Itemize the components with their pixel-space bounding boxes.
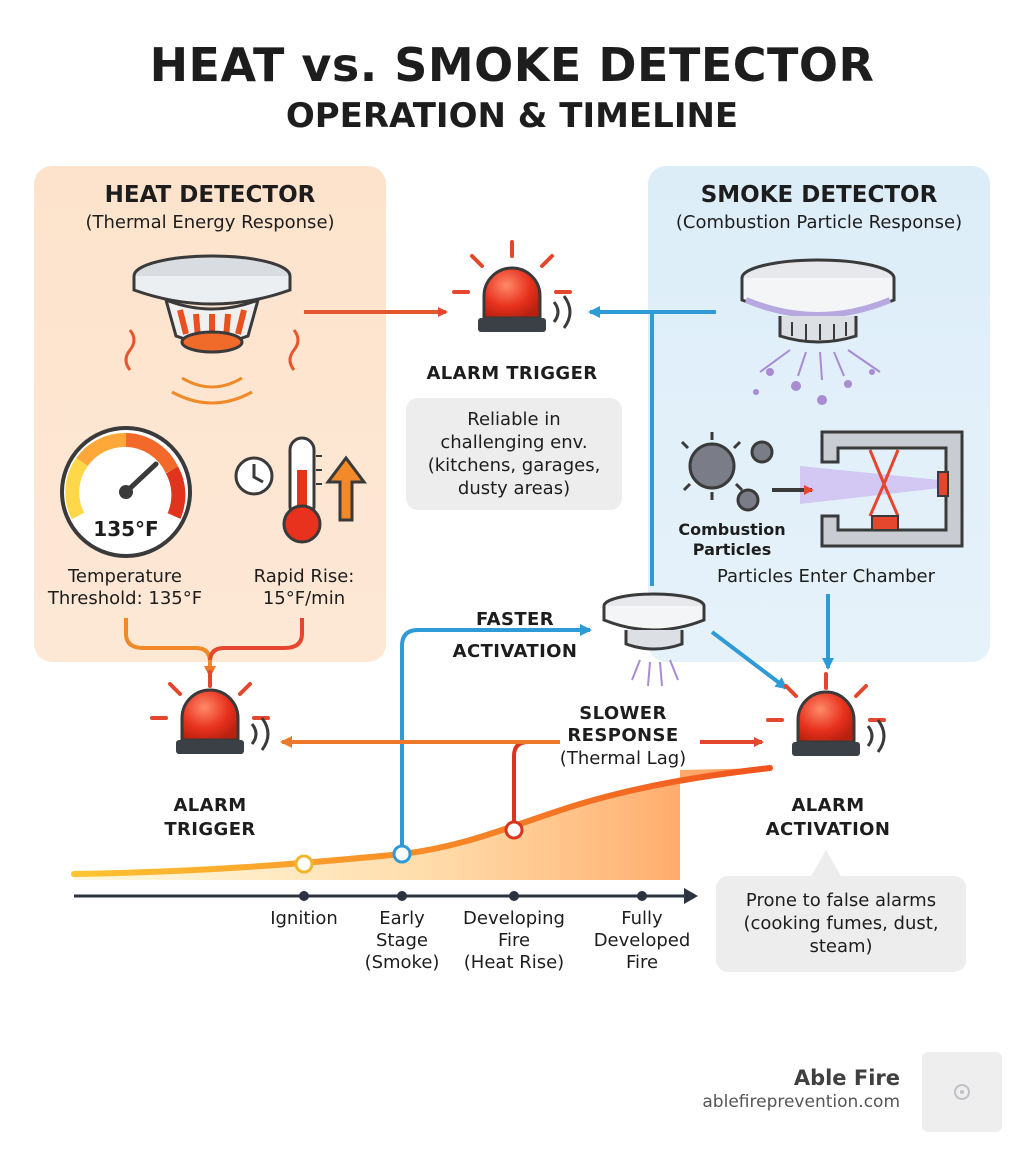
reliability-note-line1: Reliable in [467,409,561,430]
tick-text: Developed [593,930,691,951]
false-alarm-note: Prone to false alarms (cooking fumes, du… [716,876,966,972]
alarm-beacon-left-icon [150,670,270,754]
clock-icon [234,456,274,496]
watermark-name: Able Fire [793,1066,900,1090]
tick-text: Fully [621,908,663,929]
threshold-label-line2: Threshold: 135°F [47,588,203,609]
reliability-note-line2: challenging env. [440,432,588,453]
faster-label-line2: ACTIVATION [452,641,578,662]
particles-label-line1: Combustion [678,520,786,539]
reliability-note-line4: dusty areas) [457,478,571,499]
temperature-gauge-icon [60,426,192,558]
tick-text: (Smoke) [364,952,440,973]
left-alarm-label-line1: ALARM [173,795,247,816]
right-alarm-label-line2: ACTIVATION [765,819,891,840]
tick-text: (Heat Rise) [463,952,565,973]
slower-label-line3: (Thermal Lag) [559,748,687,769]
particles-label-line2: Particles [692,540,772,559]
subtitle: OPERATION & TIMELINE [285,96,739,136]
center-alarm-trigger-label: ALARM TRIGGER [426,363,598,384]
timeline-tick-early-stage: Early Stage (Smoke) [352,908,452,974]
heat-panel-title: HEAT DETECTOR [104,182,316,208]
slower-label-line1: SLOWER [579,703,667,724]
center-smoke-detector-icon [602,592,706,687]
alarm-beacon-right-icon [766,672,886,756]
threshold-label-line1: Temperature [67,566,183,587]
watermark-url: ablefireprevention.com [702,1092,900,1112]
timeline-tick-fully-developed: Fully Developed Fire [582,908,702,974]
tick-text: Developing [463,908,565,929]
rising-arrow-icon [325,455,367,522]
false-alarm-note-line1: Prone to false alarms [745,890,937,911]
chamber-label: Particles Enter Chamber [716,566,936,587]
heat-detector-panel [34,166,386,662]
logo-icon [954,1084,970,1100]
tick-text: Stage [375,930,428,951]
false-alarm-note-line2: (cooking fumes, dust, [743,913,939,934]
left-alarm-label-line2: TRIGGER [164,819,256,840]
faster-label-line1: FASTER [476,609,554,630]
heat-panel-subtitle: (Thermal Energy Response) [85,212,335,233]
smoke-panel-subtitle: (Combustion Particle Response) [675,212,963,233]
smoke-detector-panel [648,166,990,662]
thermometer-icon [282,436,322,544]
fire-growth-curve [71,765,773,880]
tick-text: Ignition [270,908,338,929]
tick-text: Early [379,908,425,929]
reliability-note: Reliable in challenging env. (kitchens, … [406,398,622,510]
alarm-beacon-center-icon [452,240,572,332]
sensing-chamber-icon [772,430,964,548]
tick-text: Fire [625,952,659,973]
reliability-note-line3: (kitchens, garages, [427,455,601,476]
watermark-logo [922,1052,1002,1132]
timeline-axis [74,888,698,904]
smoke-panel-title: SMOKE DETECTOR [700,182,938,208]
smoke-detector-icon [740,258,896,405]
gauge-value: 135°F [93,517,159,541]
rise-label-line1: Rapid Rise: [253,566,355,587]
false-alarm-note-line3: steam) [809,936,873,957]
timeline-tick-developing-fire: Developing Fire (Heat Rise) [450,908,578,974]
combustion-particles-icon [680,432,774,512]
timeline-tick-ignition: Ignition [244,908,364,930]
flow-arrows [124,306,834,848]
heat-detector-icon [124,254,300,405]
tick-text: Fire [497,930,531,951]
main-title: HEAT vs. SMOKE DETECTOR [149,38,875,92]
slower-label-line2: RESPONSE [567,725,679,746]
note-pointer [810,850,842,878]
right-alarm-label-line1: ALARM [791,795,865,816]
rise-label-line2: 15°F/min [262,588,346,609]
